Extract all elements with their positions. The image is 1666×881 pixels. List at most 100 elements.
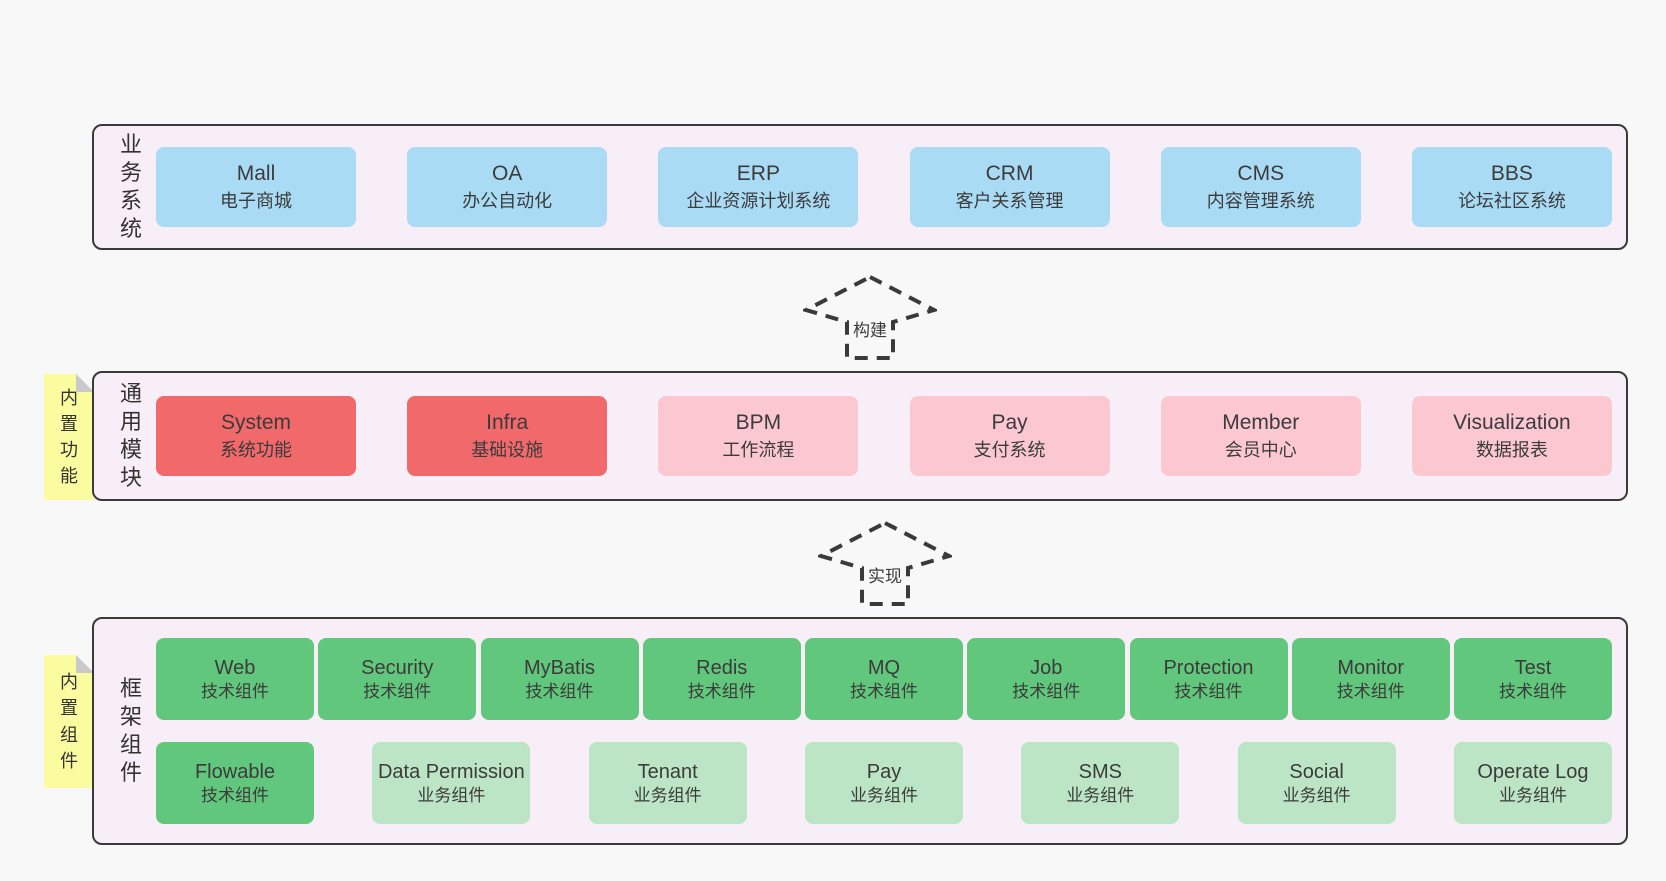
implement-arrow-label: 实现 [865,562,905,587]
module-subtitle: 技术组件 [1174,681,1243,701]
module-name: Job [1030,656,1063,679]
panel-label-common-modules: 通用模块 [106,373,156,499]
module-box-system: System 系统功能 [156,396,356,476]
module-name: Pay [866,760,902,783]
module-subtitle: 技术组件 [687,681,756,701]
panel-label-text: 业务系统 [119,131,142,242]
module-name: Visualization [1453,411,1571,435]
module-name: Pay [991,411,1028,435]
module-subtitle: 技术组件 [363,681,432,701]
module-box-crm: CRM 客户关系管理 [909,147,1110,227]
module-subtitle: 办公自动化 [462,191,553,212]
module-name: OA [492,162,523,186]
module-box-infra: Infra 基础设施 [407,396,608,476]
module-name: CMS [1237,162,1285,186]
up-arrow-icon [818,520,952,606]
build-arrow: 构建 [803,274,937,360]
module-box-member: Member 会员中心 [1160,396,1361,476]
module-name: System [220,411,291,435]
module-subtitle: 技术组件 [201,785,269,805]
module-subtitle: 业务组件 [849,785,918,805]
module-name: Flowable [194,760,276,783]
panel-common-modules: 通用模块 System 系统功能 Infra 基础设施 BPM 工作流程 Pay 支付系统 Me… [92,371,1628,501]
sticky-note-text: 内置组件 [60,672,78,771]
panel-label-text: 通用模块 [119,380,142,491]
implement-arrow: 实现 [818,520,952,606]
module-name: Mall [236,162,276,186]
module-box-oa: OA 办公自动化 [407,147,608,227]
module-name: Security [361,656,434,679]
build-arrow-label: 构建 [850,316,890,341]
module-box-bpm: BPM 工作流程 [658,396,859,476]
panel-label-framework-components: 框架组件 [106,619,156,843]
module-subtitle: 业务组件 [1498,785,1567,805]
module-subtitle: 技术组件 [201,681,269,701]
module-name: Infra [486,411,529,435]
module-name: Test [1514,656,1552,679]
module-name: MQ [867,656,901,679]
module-subtitle: 工作流程 [722,440,795,461]
module-subtitle: 数据报表 [1475,440,1548,461]
module-name: Monitor [1337,656,1405,679]
module-subtitle: 基础设施 [471,440,544,461]
module-name: BPM [735,411,782,435]
sticky-note-built-in-features: 内置功能 [44,374,94,500]
module-box-erp: ERP 企业资源计划系统 [658,147,859,227]
module-name: MyBatis [523,656,596,679]
module-subtitle: 技术组件 [850,681,918,701]
module-subtitle: 技术组件 [1012,681,1081,701]
panel-label-business-systems: 业务系统 [106,126,156,248]
module-box-visualization: Visualization 数据报表 [1411,396,1612,476]
module-subtitle: 系统功能 [220,440,292,461]
module-name: CRM [985,162,1034,186]
module-name: ERP [736,162,780,186]
module-subtitle: 技术组件 [1499,681,1567,701]
module-name: SMS [1078,760,1122,783]
module-name: Member [1222,411,1300,435]
module-name: Protection [1163,656,1254,679]
common-modules-boxes: System 系统功能 Infra 基础设施 BPM 工作流程 Pay 支付系统 Member 会… [156,396,1612,476]
sticky-note-built-in-components: 内置组件 [44,655,94,788]
panel-label-text: 框架组件 [119,675,142,786]
module-subtitle: 业务组件 [1282,785,1351,805]
module-subtitle: 企业资源计划系统 [686,191,831,212]
module-subtitle: 技术组件 [1336,681,1405,701]
module-subtitle: 技术组件 [525,681,594,701]
up-arrow-icon [803,274,937,360]
module-name: Social [1289,760,1344,783]
module-subtitle: 支付系统 [973,440,1046,461]
module-subtitle: 业务组件 [1066,785,1135,805]
module-subtitle: 论坛社区系统 [1457,191,1566,212]
module-subtitle: 业务组件 [417,785,486,805]
module-subtitle: 客户关系管理 [955,191,1064,212]
module-box-pay: Pay 支付系统 [909,396,1110,476]
module-subtitle: 会员中心 [1224,440,1297,461]
module-name: Web [214,656,256,679]
module-name: Redis [696,656,748,679]
module-name: Tenant [637,760,698,783]
sticky-note-text: 内置功能 [60,387,78,487]
